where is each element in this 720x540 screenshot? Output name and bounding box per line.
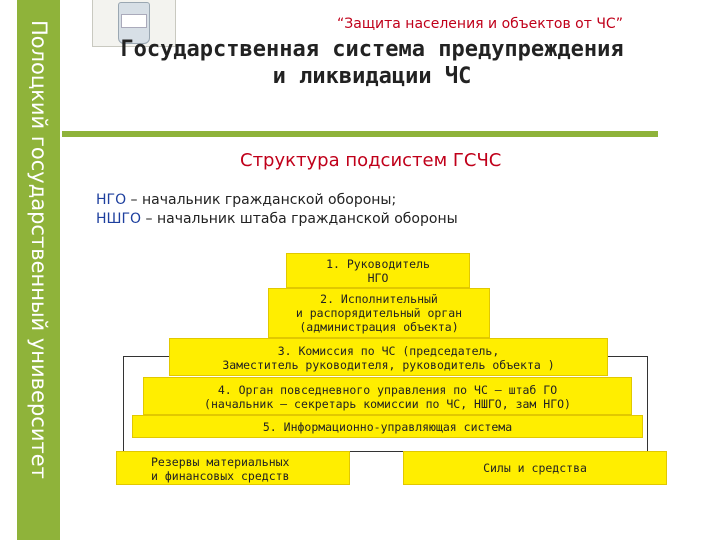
level-text: 1. Руководитель [326,257,430,271]
abbreviation-text: – начальник штаба гражданской обороны [141,211,458,227]
level-text: и распорядительный орган [295,306,463,320]
level-text: НГО [367,271,389,285]
connector-line [123,356,169,357]
level-text: 4. Орган повседневного управления по ЧС … [217,383,558,397]
pyramid-level-4: 4. Орган повседневного управления по ЧС … [143,377,632,415]
level-text: 2. Исполнительный [320,292,438,306]
subject-title: “Защита населения и объектов от ЧС” [337,16,623,32]
level-text: 5. Информационно-управляющая система [262,420,513,434]
section-title: Структура подсистем ГСЧС [240,150,502,171]
level-text: (администрация объекта) [299,320,459,334]
abbreviation-ngo: НГО – начальник гражданской обороны; [96,192,396,208]
connector-line [123,356,124,452]
divider [62,131,658,137]
reserves-text: и финансовых средств [151,469,290,483]
level-text: (начальник – секретарь комиссии по ЧС, Н… [204,397,571,411]
level-text: Заместитель руководителя, руководитель о… [222,358,555,372]
bottle-label-icon [121,14,147,28]
level-text: 3. Комиссия по ЧС (председатель, [277,344,500,358]
page-title: Государственная система предупреждения и… [62,36,682,90]
reserves-text: Резервы материальных [151,455,290,469]
abbreviation-key: НГО [96,192,127,208]
pyramid-level-1: 1. Руководитель НГО [286,253,470,288]
forces-box: Силы и средства [403,451,667,485]
title-line-1: Государственная система предупреждения [120,37,624,62]
university-name: Полоцкий государственный университет [27,20,51,479]
connector-line [123,451,648,452]
forces-text: Силы и средства [483,461,587,475]
abbreviation-nshgo: НШГО – начальник штаба гражданской оборо… [96,211,458,227]
reserves-box: Резервы материальных и финансовых средст… [116,451,350,485]
abbreviation-text: – начальник гражданской обороны; [126,192,397,208]
pyramid-level-2: 2. Исполнительный и распорядительный орг… [268,288,490,338]
pyramid-level-3: 3. Комиссия по ЧС (председатель, Замести… [169,338,608,376]
abbreviation-key: НШГО [96,211,142,227]
logo [92,0,176,47]
connector-line [647,356,648,452]
connector-line [608,356,648,357]
sidebar [17,0,60,540]
title-line-2: и ликвидации ЧС [272,64,472,89]
pyramid-level-5: 5. Информационно-управляющая система [132,415,643,438]
